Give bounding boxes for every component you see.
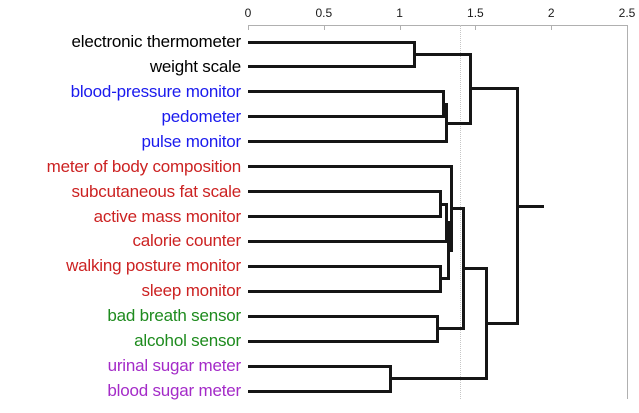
axis-tick-mark <box>627 25 628 30</box>
leaf-label-l8: active mass monitor <box>93 206 242 226</box>
leaf-line-l9 <box>248 239 447 243</box>
leaf-label-l5: pulse monitor <box>141 131 242 151</box>
leaf-label-l10: walking posture monitor <box>66 256 241 276</box>
leaf-label-l13: alcohol sensor <box>134 331 241 351</box>
merge-connector-m7 <box>440 277 449 281</box>
merge-connector-m2 <box>443 102 447 106</box>
merge-connector-m11 <box>463 267 486 271</box>
leaf-line-l4 <box>248 115 444 119</box>
leaf-line-l11 <box>248 289 441 293</box>
leaf-line-l1 <box>248 40 415 44</box>
leaf-line-l12 <box>248 314 438 318</box>
leaf-label-l15: blood sugar meter <box>107 381 241 401</box>
leaf-label-l1: electronic thermometer <box>71 32 242 51</box>
axis-right-border <box>627 25 628 399</box>
axis-tick-mark <box>475 25 477 30</box>
axis-tick-label: 1.5 <box>467 6 484 20</box>
merge-connector-m12 <box>390 377 486 381</box>
leaf-label-l4: pedometer <box>161 106 242 126</box>
axis-tick-mark <box>248 25 249 30</box>
merge-connector-m1 <box>414 52 471 56</box>
merge-connector-m13 <box>486 322 518 326</box>
threshold-line <box>460 25 462 399</box>
leaf-line-l3 <box>248 90 444 94</box>
axis-tick-label: 0.5 <box>315 6 333 20</box>
merge-connector-m3 <box>446 121 471 125</box>
leaf-label-l14: urinal sugar meter <box>107 356 242 376</box>
leaf-label-l7: subcutaneous fat scale <box>71 181 242 201</box>
leaf-label-l3: blood-pressure monitor <box>70 81 242 101</box>
leaf-label-l6: meter of body composition <box>46 156 242 176</box>
leaf-line-l14 <box>248 364 391 368</box>
axis-tick-label: 1 <box>396 6 403 20</box>
leaf-line-l6 <box>248 165 452 169</box>
leaf-line-l10 <box>248 264 441 268</box>
axis-tick-mark <box>399 25 401 30</box>
axis-tick-label: 2.5 <box>618 6 636 20</box>
root-stub <box>517 204 544 208</box>
merge-connector-m5 <box>440 202 447 206</box>
axis-tick-mark <box>323 25 325 30</box>
leaf-line-l5 <box>248 140 447 144</box>
leaf-line-l7 <box>248 190 441 194</box>
leaf-label-l11: sleep monitor <box>141 281 242 301</box>
axis-tick-label: 0 <box>244 6 252 20</box>
leaf-line-l13 <box>248 339 438 343</box>
leaf-line-l15 <box>248 389 391 393</box>
merge-connector-m8 <box>448 249 452 253</box>
leaf-label-l9: calorie counter <box>132 231 241 251</box>
leaf-line-l8 <box>248 215 441 218</box>
leaf-label-l12: bad breath sensor <box>107 306 241 326</box>
leaf-line-l2 <box>248 65 415 69</box>
merge-connector-m9 <box>451 207 464 211</box>
axis-tick-mark <box>551 25 553 30</box>
merge-connector-m10 <box>437 327 464 331</box>
merge-connector-m4 <box>470 87 518 91</box>
leaf-label-l2: weight scale <box>149 56 241 76</box>
axis-tick-label: 2 <box>547 6 555 20</box>
axis-baseline <box>248 25 627 26</box>
